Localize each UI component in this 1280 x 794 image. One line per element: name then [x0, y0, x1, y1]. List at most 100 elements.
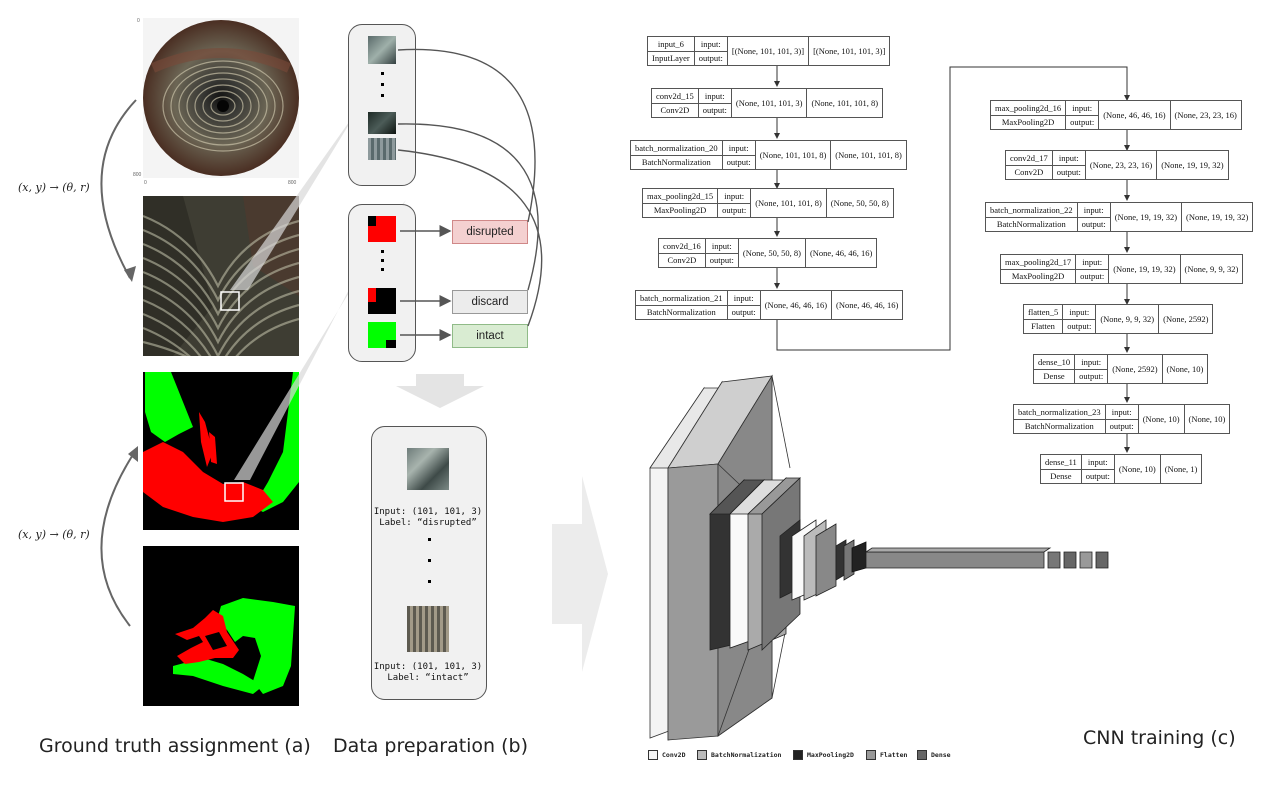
mask-polar-image — [143, 372, 299, 530]
layer-name: max_pooling2d_17 — [1001, 255, 1076, 270]
layer-type: Conv2D — [1014, 167, 1044, 178]
sample-input: Input: (101, 101, 3) — [373, 507, 483, 517]
layer-input-shape: (None, 101, 101, 8) — [759, 150, 827, 160]
legend-label: Conv2D — [662, 751, 686, 759]
io-input-label: input: — [1077, 203, 1110, 218]
layer-output-shape: (None, 9, 9, 32) — [1179, 255, 1243, 283]
layer-output-shape: (None, 19, 19, 32) — [1156, 151, 1227, 179]
io-input-label: input: — [1076, 255, 1109, 270]
io-output-label: output: — [709, 255, 734, 266]
layer-output-shape: (None, 46, 46, 16) — [804, 239, 876, 267]
transform-arrow-top — [100, 99, 137, 282]
layer-output-shape: (None, 1) — [1159, 455, 1202, 483]
cube-icon — [917, 750, 927, 760]
cube-icon — [697, 750, 707, 760]
layer-output-shape: (None, 19, 19, 32) — [1181, 203, 1252, 231]
mask-patch — [368, 216, 396, 242]
sample-label: Label: “disrupted” — [379, 518, 477, 528]
io-input-label: input: — [727, 291, 760, 306]
ellipsis — [426, 534, 432, 601]
legend-maxpooling2d: MaxPooling2D — [793, 750, 854, 760]
layer-output-shape: (None, 10) — [1183, 405, 1230, 433]
tick-label: 0 — [137, 18, 140, 24]
layer-input-shape: (None, 23, 23, 16) — [1089, 160, 1153, 170]
io-input-label: input: — [1063, 305, 1096, 320]
layer-name: input_6 — [648, 37, 694, 52]
layer-type: Flatten — [1031, 321, 1055, 332]
io-output-label: output: — [731, 307, 756, 318]
sample-image — [407, 448, 449, 490]
io-output-label: output: — [1109, 421, 1134, 432]
layer-input-shape: (None, 101, 101, 8) — [755, 198, 822, 208]
io-output-label: output: — [1085, 471, 1110, 482]
network-3d-visualization — [649, 374, 1109, 741]
transform-label-bottom: (x, y) → (θ, r) — [18, 528, 90, 541]
right-arrow — [552, 476, 608, 672]
io-input-label: input: — [698, 89, 731, 104]
io-input-label: input: — [1052, 151, 1085, 166]
crop-marker — [220, 291, 240, 311]
io-output-label: output: — [1056, 167, 1081, 178]
layer-input-shape: (None, 19, 19, 32) — [1114, 212, 1178, 222]
layer-input-shape: (None, 50, 50, 8) — [742, 248, 801, 258]
layer-type: BatchNormalization — [646, 307, 716, 318]
image-patch — [368, 36, 396, 64]
legend-batchnormalization: BatchNormalization — [697, 750, 781, 760]
eye-image-graphic — [143, 20, 299, 176]
layer-output-shape: (None, 46, 46, 16) — [831, 291, 902, 319]
legend-label: BatchNormalization — [711, 751, 782, 759]
layer-output-shape: (None, 101, 101, 8) — [830, 141, 906, 169]
layer-name: flatten_5 — [1024, 305, 1063, 320]
down-arrow — [396, 374, 484, 408]
io-output-label: output: — [1070, 117, 1095, 128]
legend-flatten: Flatten — [866, 750, 907, 760]
layer-output-shape: (None, 10) — [1161, 355, 1208, 383]
layer-output-shape: (None, 23, 23, 16) — [1169, 101, 1241, 129]
mask-cartesian-graphic — [143, 546, 299, 706]
label-discard: discard — [452, 290, 528, 314]
transform-arrow-bottom — [100, 446, 138, 627]
io-input-label: input: — [1081, 455, 1114, 470]
sample-input: Input: (101, 101, 3) — [373, 662, 483, 672]
layer-input-shape: (None, 2592) — [1112, 364, 1158, 374]
layer-name: dense_10 — [1034, 355, 1075, 370]
io-input-label: input: — [694, 37, 727, 52]
layer-output-shape: [(None, 101, 101, 3)] — [808, 37, 889, 65]
io-output-label: output: — [722, 205, 747, 216]
layer-input-shape: (None, 101, 101, 3) — [735, 98, 803, 108]
layer-input-shape: [(None, 101, 101, 3)] — [731, 46, 805, 56]
layer-type: MaxPooling2D — [1011, 271, 1065, 282]
io-output-label: output: — [726, 157, 751, 168]
layer-output-shape: (None, 101, 101, 8) — [806, 89, 882, 117]
image-patch — [368, 112, 396, 134]
layer-type: BatchNormalization — [1024, 421, 1094, 432]
layer-name: dense_11 — [1041, 455, 1081, 470]
tick-label: 0 — [144, 180, 147, 186]
caption-b: Data preparation (b) — [333, 735, 529, 757]
layer-type: Conv2D — [660, 105, 690, 116]
mask-patch — [368, 288, 396, 314]
layer-type: Dense — [1050, 471, 1072, 482]
model-graph-edges — [774, 66, 1130, 453]
layer-input-shape: (None, 46, 46, 16) — [764, 300, 828, 310]
layer-input-shape: (None, 9, 9, 32) — [1100, 314, 1155, 324]
layer-type: BatchNormalization — [996, 219, 1066, 230]
layer-input-shape: (None, 46, 46, 16) — [1103, 110, 1166, 120]
transform-label-top: (x, y) → (θ, r) — [18, 181, 90, 194]
io-input-label: input: — [722, 141, 755, 156]
layer-input-shape: (None, 19, 19, 32) — [1113, 264, 1176, 274]
mask-crop-marker — [224, 482, 244, 502]
sample-label: Label: “intact” — [387, 673, 469, 683]
legend-dense: Dense — [917, 750, 951, 760]
io-input-label: input: — [1075, 355, 1108, 370]
layer-output-shape: (None, 50, 50, 8) — [825, 189, 893, 217]
